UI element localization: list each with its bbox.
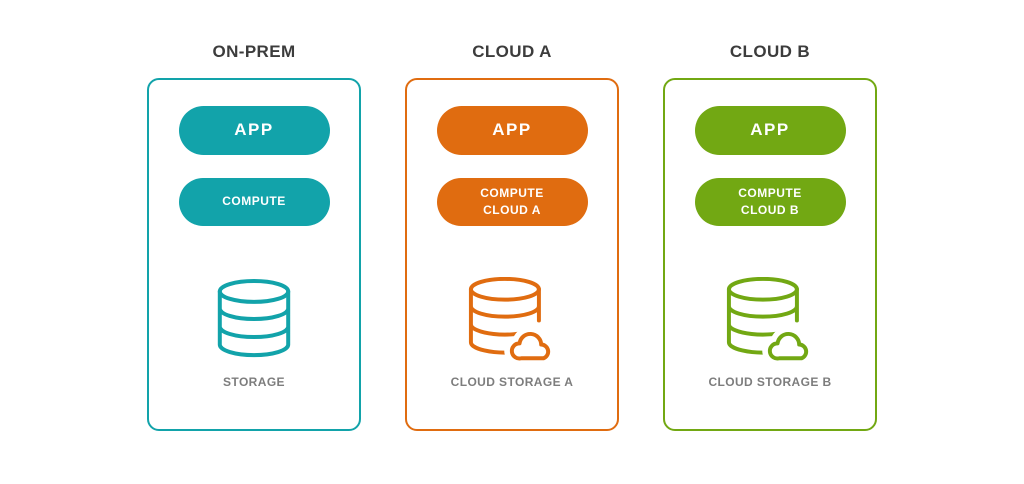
storage-label: CLOUD STORAGE A [450, 374, 574, 389]
app-pill-label: APP [492, 120, 532, 139]
storage-label: CLOUD STORAGE B [708, 374, 832, 389]
compute-pill-label: COMPUTE CLOUD B [738, 185, 802, 217]
database-cloud-icon [665, 276, 875, 362]
compute-pill: COMPUTE CLOUD A [436, 177, 588, 226]
app-pill-label: APP [234, 120, 274, 139]
panel-title: ON-PREM [212, 42, 296, 61]
diagram: ON-PREM APP COMPUTE STORAGE CLOUD A APP [147, 43, 877, 431]
panel-on-prem: ON-PREM APP COMPUTE STORAGE [147, 43, 361, 431]
storage-label: STORAGE [223, 374, 285, 389]
compute-pill: COMPUTE [178, 177, 330, 226]
panel-box: APP COMPUTE STORAGE [147, 78, 361, 431]
panel-box: APP COMPUTE CLOUD A CLOUD STORAGE A [405, 78, 619, 431]
compute-pill-label: COMPUTE [222, 194, 286, 208]
panel-title: CLOUD A [472, 42, 552, 61]
compute-pill: COMPUTE CLOUD B [694, 177, 846, 226]
compute-pill-label: COMPUTE CLOUD A [480, 185, 544, 217]
app-pill: APP [178, 105, 330, 155]
app-pill-label: APP [750, 120, 790, 139]
app-pill: APP [694, 105, 846, 155]
database-icon [149, 277, 359, 359]
panel-title: CLOUD B [729, 42, 811, 61]
panel-cloud-b: CLOUD B APP COMPUTE CLOUD B CLOUD STORAG… [663, 43, 877, 431]
panel-box: APP COMPUTE CLOUD B CLOUD STORAGE B [663, 78, 877, 431]
panel-cloud-a: CLOUD A APP COMPUTE CLOUD A CLOUD STORAG… [405, 43, 619, 431]
database-cloud-icon [407, 276, 617, 362]
app-pill: APP [436, 105, 588, 155]
